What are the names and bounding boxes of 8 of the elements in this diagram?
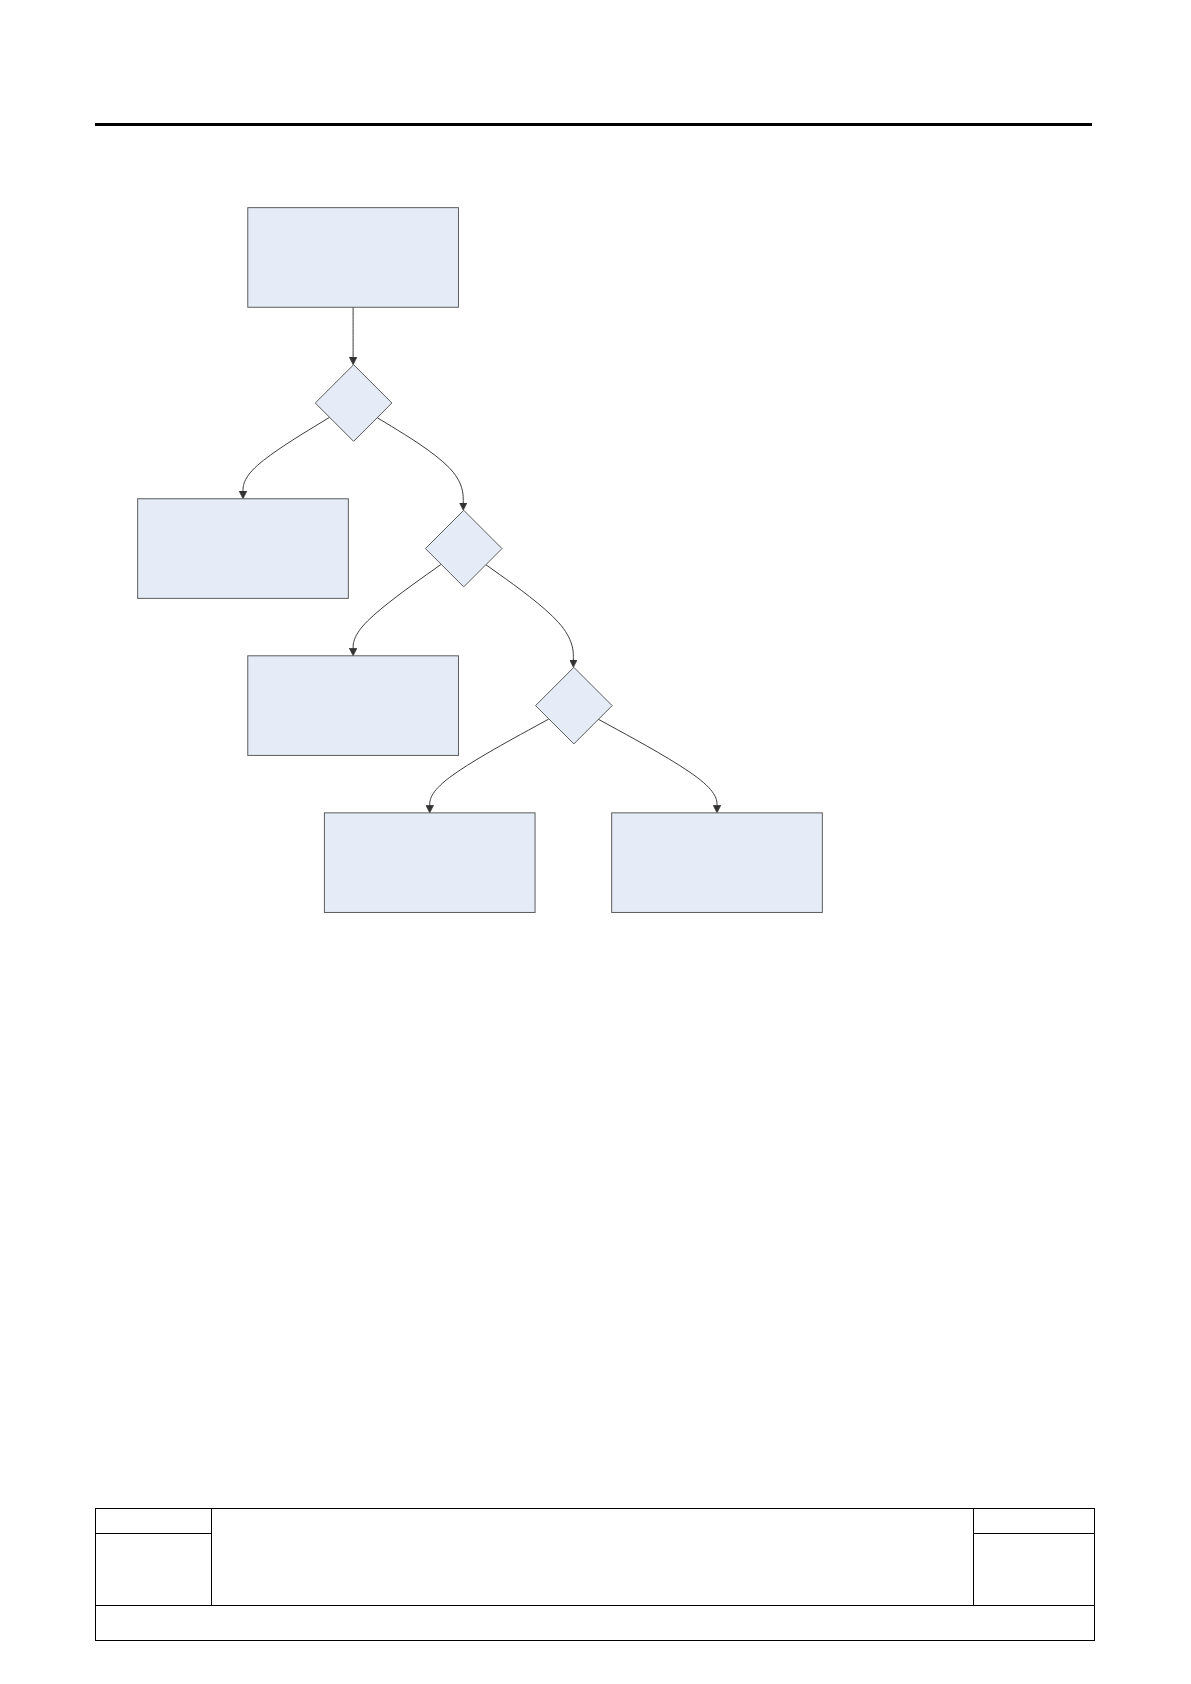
node-box [247,655,459,756]
node-box [611,812,823,913]
node-diamond [535,666,613,745]
node-box [247,207,459,308]
node-diamond [314,364,393,442]
node-diamond [424,509,503,588]
node-box [323,812,536,913]
node-box [137,498,349,599]
